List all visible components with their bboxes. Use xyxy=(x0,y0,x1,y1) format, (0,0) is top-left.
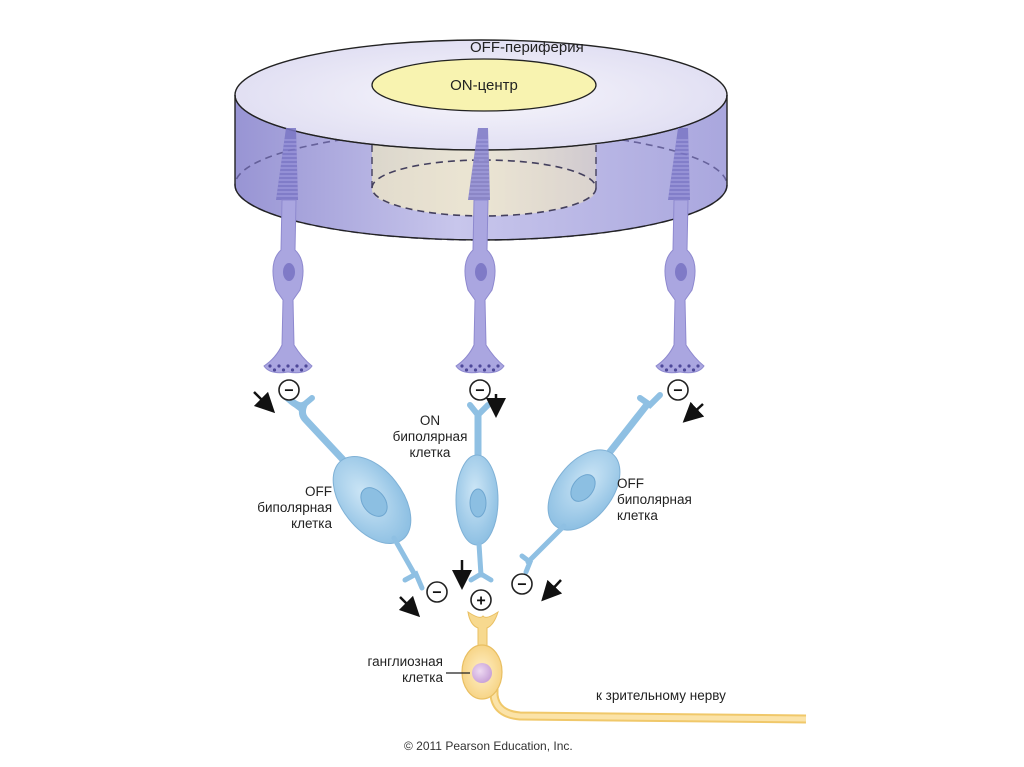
svg-text:OFF: OFF xyxy=(305,484,332,499)
svg-text:клетка: клетка xyxy=(291,516,332,531)
ganglion-cell xyxy=(446,610,807,724)
bipolar-cell-off-left xyxy=(280,392,425,591)
center-top xyxy=(371,58,597,112)
svg-text:биполярная: биполярная xyxy=(257,500,332,515)
off-bipolar-right-label: OFF биполярная клетка xyxy=(617,476,692,523)
ganglion-label: ганглиозная клетка xyxy=(368,654,444,685)
svg-text:клетка: клетка xyxy=(410,445,451,460)
svg-text:−: − xyxy=(284,383,293,400)
arrow-bipolar-right xyxy=(541,579,563,602)
svg-text:клетка: клетка xyxy=(617,508,658,523)
signal-arrows xyxy=(253,391,705,618)
svg-text:−: − xyxy=(673,383,682,400)
cone-photoreceptor-right xyxy=(655,128,705,374)
synapse-sign-bipolar-right: − xyxy=(511,573,533,595)
bipolar-cell-off-right xyxy=(519,392,663,575)
svg-text:OFF: OFF xyxy=(617,476,644,491)
synapse-sign-bipolar-center: + xyxy=(470,589,492,611)
svg-text:биполярная: биполярная xyxy=(393,429,468,444)
receptive-field-cylinder: OFF-периферия ON-центр xyxy=(234,39,728,241)
cone-photoreceptor-center xyxy=(455,128,505,374)
svg-text:−: − xyxy=(432,585,441,602)
svg-text:ганглиозная: ганглиозная xyxy=(368,654,443,669)
arrow-cone-right xyxy=(682,401,705,423)
synapse-sign-cone-center: − xyxy=(469,379,491,401)
synapse-sign-cone-left: − xyxy=(278,379,300,401)
svg-text:клетка: клетка xyxy=(402,670,443,685)
synapse-sign-cone-right: − xyxy=(667,379,689,401)
synapse-sign-bipolar-left: − xyxy=(426,581,448,603)
svg-text:−: − xyxy=(475,383,484,400)
arrow-bipolar-left xyxy=(398,595,421,618)
on-center-label: ON-центр xyxy=(450,77,518,94)
svg-text:+: + xyxy=(476,593,485,610)
off-surround-label: OFF-периферия xyxy=(470,39,584,56)
svg-text:ON: ON xyxy=(420,413,440,428)
bipolar-cell-on-center xyxy=(455,402,499,583)
svg-text:−: − xyxy=(517,577,526,594)
arrow-cone-left xyxy=(253,391,276,414)
on-bipolar-label: ON биполярная клетка xyxy=(393,413,468,460)
off-bipolar-left-label: OFF биполярная клетка xyxy=(257,484,332,531)
copyright: © 2011 Pearson Education, Inc. xyxy=(404,739,573,753)
svg-text:биполярная: биполярная xyxy=(617,492,692,507)
optic-nerve-label: к зрительному нерву xyxy=(596,688,726,703)
cone-photoreceptor-left xyxy=(263,128,313,374)
